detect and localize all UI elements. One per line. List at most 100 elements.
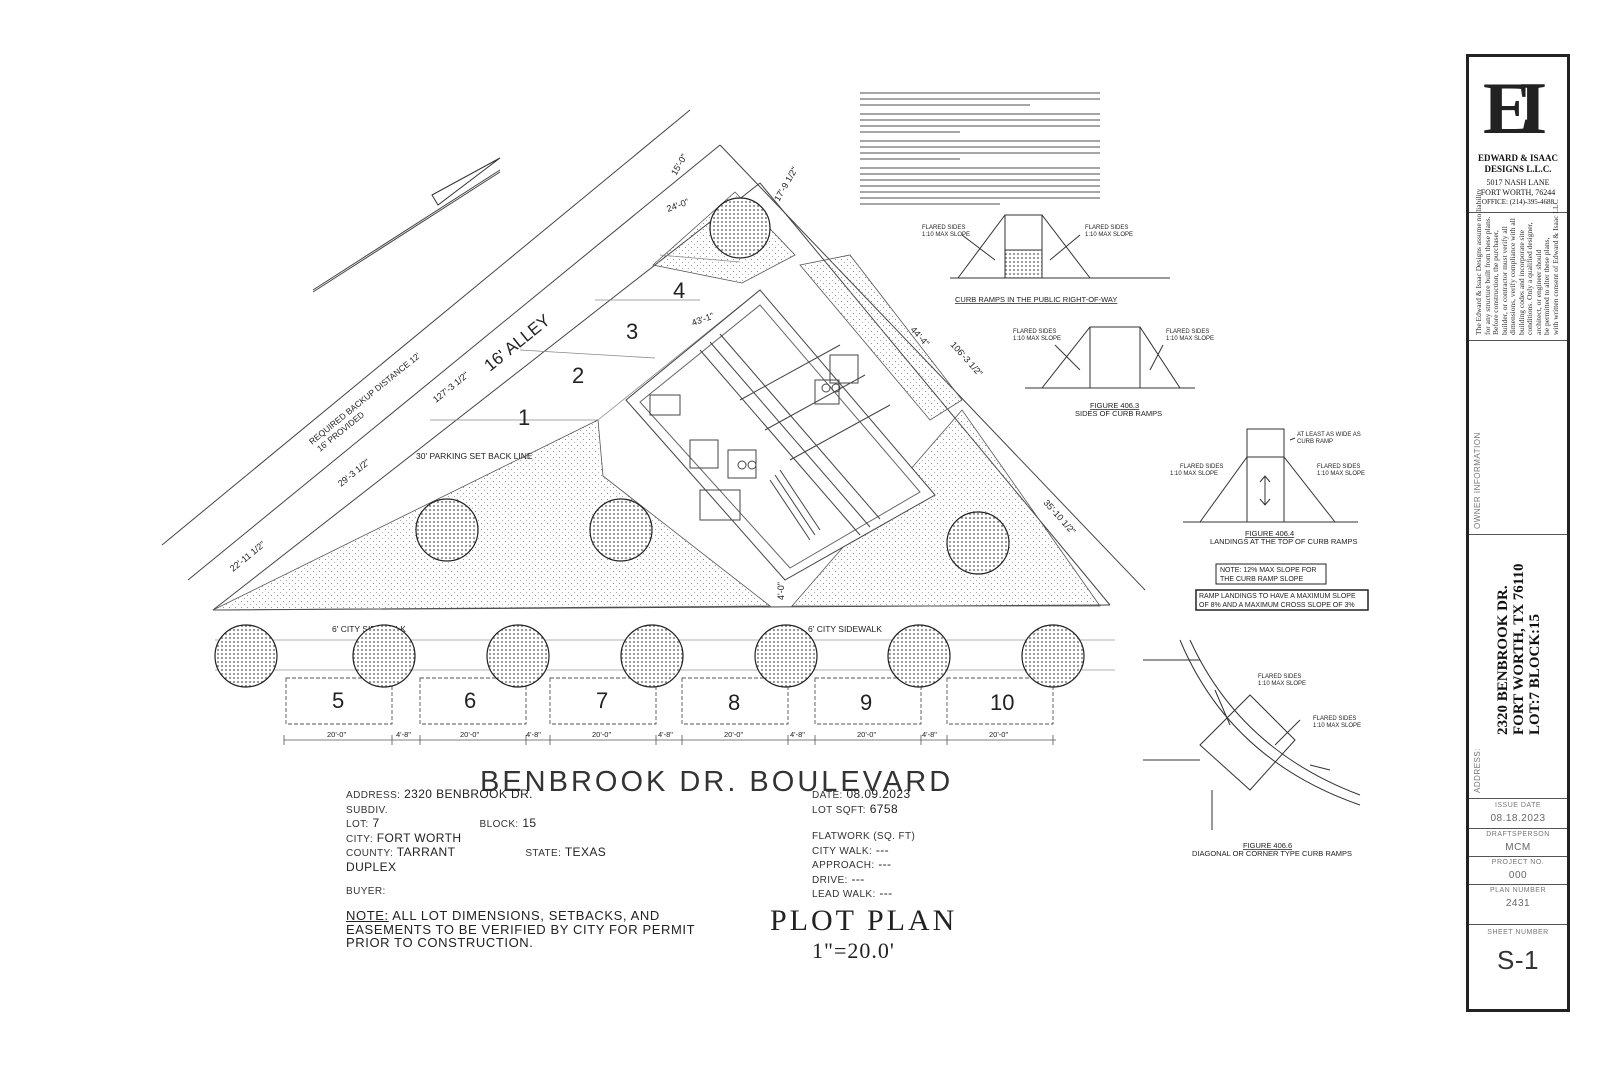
- fig2-flared-left: FLARED SIDES: [1013, 329, 1056, 335]
- draftsperson-cell: DRAFTSPERSON MCM: [1469, 828, 1567, 856]
- fig1-title: CURB RAMPS IN THE PUBLIC RIGHT-OF-WAY: [955, 295, 1117, 304]
- dim-d7: 43'-1": [690, 311, 715, 328]
- fig3-flared-right: FLARED SIDES: [1317, 464, 1360, 470]
- firm-name-2: DESIGNS L.L.C.: [1484, 164, 1552, 174]
- street-space-8: 8: [728, 690, 740, 715]
- fig3-label: FIGURE 406.4: [1245, 529, 1294, 538]
- curb-ramp-figure-1: [950, 214, 1170, 279]
- north-arrow: [431, 157, 501, 206]
- tree-icon: [214, 624, 278, 688]
- dim-d5: 24'-0": [665, 197, 690, 214]
- note-box-2: [1195, 589, 1369, 611]
- duplex-building: [625, 289, 936, 581]
- sidewalk-label-right: 6' CITY SIDEWALK: [808, 624, 882, 634]
- landscape-areas: [212, 191, 1101, 611]
- lot-info: ADDRESS: 2320 BENBROOK DR. SUBDIV. LOT: …: [346, 787, 607, 897]
- fig2-title: SIDES OF CURB RAMPS: [1075, 409, 1162, 418]
- fig4-flared-top: FLARED SIDES: [1258, 674, 1301, 680]
- dim-gap-5: 4'-8": [922, 730, 937, 739]
- dim-gap-2: 4'-8": [526, 730, 541, 739]
- tree-icon: [754, 624, 818, 688]
- verification-note: NOTE: ALL LOT DIMENSIONS, SETBACKS, AND …: [346, 908, 695, 950]
- curb-ramp-figure-3: [1183, 428, 1358, 523]
- parking-setback-label: 30' PARKING SET BACK LINE: [416, 451, 533, 461]
- note-1-line-1: NOTE: 12% MAX SLOPE FOR: [1220, 567, 1316, 574]
- firm-city: FORT WORTH, 76244: [1480, 188, 1556, 197]
- street-space-6: 6: [464, 688, 476, 713]
- parking-space-2: 2: [572, 363, 584, 388]
- street-space-9: 9: [860, 690, 872, 715]
- fig3-flared-left: FLARED SIDES: [1180, 464, 1223, 470]
- dim-d11: 4'-0": [776, 582, 786, 600]
- project-no-cell: PROJECT NO. 000: [1469, 856, 1567, 884]
- fig1-slope-right: 1:10 MAX SLOPE: [1085, 232, 1133, 238]
- firm-street: 5017 NASH LANE: [1486, 178, 1550, 187]
- owner-info-label: OWNER INFORMATION: [1473, 432, 1482, 529]
- street-space-5: 5: [332, 688, 344, 713]
- tree-icon: [946, 511, 1010, 575]
- fig2-slope-left: 1:10 MAX SLOPE: [1013, 336, 1061, 342]
- dim-stall-10: 20'-0": [989, 730, 1008, 739]
- note-1-line-2: THE CURB RAMP SLOPE: [1220, 576, 1303, 583]
- fig3-slope-left: 1:10 MAX SLOPE: [1170, 471, 1218, 477]
- title-block: EI EDWARD & ISAAC DESIGNS L.L.C. 5017 NA…: [1466, 54, 1570, 1012]
- firm-logo: EI: [1483, 68, 1559, 145]
- curb-ramp-spec-text: [860, 92, 1100, 205]
- note-2-line-2: OF 8% AND A MAXIMUM CROSS SLOPE OF 3%: [1199, 602, 1355, 609]
- street-dimension-line: [283, 735, 1056, 745]
- tree-icon: [620, 624, 684, 688]
- fig1-slope-left: 1:10 MAX SLOPE: [922, 232, 970, 238]
- parking-space-4: 4: [673, 278, 685, 303]
- dim-d3: 127'-3 1/2": [431, 370, 471, 405]
- disclaimer-cell: The Edward & Isaac Designs assume no lia…: [1469, 189, 1567, 340]
- street-name: BENBROOK DR. BOULEVARD: [480, 766, 954, 798]
- svg-text:EI: EI: [1483, 68, 1545, 145]
- firm-name-1: EDWARD & ISAAC: [1477, 153, 1558, 163]
- fig2-flared-right: FLARED SIDES: [1166, 329, 1209, 335]
- street-parking-stalls: [285, 677, 1054, 725]
- dim-gap-4: 4'-8": [790, 730, 805, 739]
- fig3-at-least-2: CURB RAMP: [1297, 439, 1333, 445]
- street-space-7: 7: [596, 688, 608, 713]
- dim-stall-5: 20'-0": [327, 730, 346, 739]
- address-cell: ADDRESS: 2320 BENBROOK DR. FORT WORTH, T…: [1469, 534, 1567, 798]
- fig1-flared-left: FLARED SIDES: [922, 225, 965, 231]
- dim-d6: 17'-9 1/2": [772, 165, 800, 203]
- fig3-at-least-1: AT LEAST AS WIDE AS: [1297, 432, 1361, 438]
- fig4-label: FIGURE 406.6: [1243, 841, 1292, 850]
- dim-gap-3: 4'-8": [658, 730, 673, 739]
- dim-stall-7: 20'-0": [592, 730, 611, 739]
- tree-icon: [589, 498, 653, 562]
- parking-space-3: 3: [626, 319, 638, 344]
- fig1-flared-right: FLARED SIDES: [1085, 225, 1128, 231]
- tree-icon: [887, 624, 951, 688]
- dim-d1: 22'-11 1/2": [228, 539, 267, 573]
- project-address: 2320 BENBROOK DR. FORT WORTH, TX 76110 L…: [1495, 563, 1543, 735]
- note-box-1: [1215, 563, 1327, 585]
- street-space-10: 10: [990, 690, 1014, 715]
- tree-icon: [709, 197, 771, 259]
- dim-d9: 106'-3 1/2": [949, 340, 985, 379]
- tree-icon: [486, 624, 550, 688]
- backup-distance-label: REQUIRED BACKUP DISTANCE 12': [307, 350, 423, 446]
- dim-stall-9: 20'-0": [857, 730, 876, 739]
- dim-stall-8: 20'-0": [724, 730, 743, 739]
- curb-ramp-figure-2: [1025, 326, 1195, 389]
- lot-data: DATE: 08.09.2023 LOT SQFT: 6758 FLATWORK…: [812, 787, 916, 900]
- alley-label: 16' ALLEY: [481, 311, 554, 375]
- plan-scale: 1"=20.0': [812, 938, 895, 963]
- fig4-slope-right: 1:10 MAX SLOPE: [1313, 723, 1361, 729]
- plan-title: PLOT PLAN: [770, 904, 958, 937]
- tree-icon: [352, 624, 416, 688]
- owner-info-cell: OWNER INFORMATION: [1469, 340, 1567, 534]
- fig2-slope-right: 1:10 MAX SLOPE: [1166, 336, 1214, 342]
- dim-d2: 29'-3 1/2": [336, 457, 372, 489]
- fig3-slope-right: 1:10 MAX SLOPE: [1317, 471, 1365, 477]
- sheet-number-cell: SHEET NUMBER S-1: [1469, 924, 1567, 1009]
- tree-icon: [1021, 624, 1085, 688]
- fig4-slope-top: 1:10 MAX SLOPE: [1258, 681, 1306, 687]
- fig4-flared-right: FLARED SIDES: [1313, 716, 1356, 722]
- firm-phone: OFFICE: (214)-395-4688: [1481, 198, 1555, 206]
- note-2-line-1: RAMP LANDINGS TO HAVE A MAXIMUM SLOPE: [1199, 593, 1356, 600]
